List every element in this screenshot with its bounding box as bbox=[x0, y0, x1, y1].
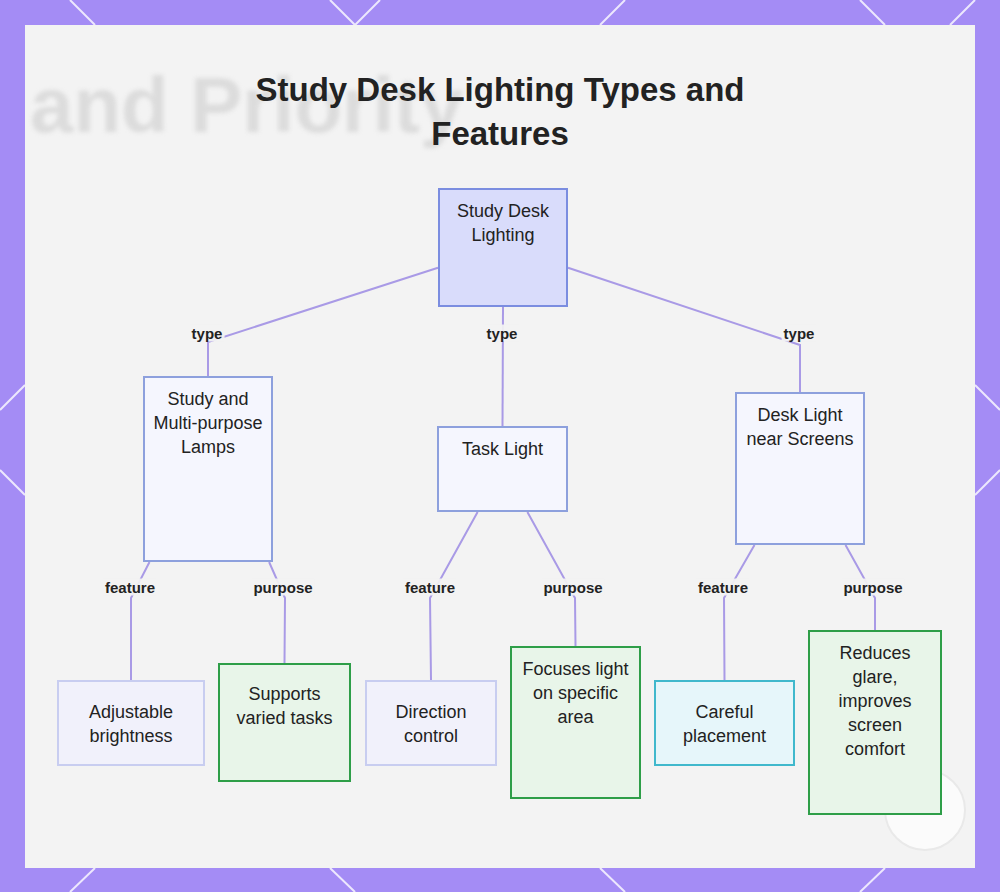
diagram-title: Study Desk Lighting Types and Features bbox=[240, 68, 760, 156]
edge-label: type bbox=[190, 325, 225, 342]
node-text: Focuses light on specific area bbox=[518, 657, 633, 729]
purpose-box: Focuses light on specific area bbox=[510, 646, 641, 799]
connector-line bbox=[724, 545, 755, 680]
edge-label: type bbox=[485, 325, 520, 342]
edge-label: type bbox=[782, 325, 817, 342]
connector-line bbox=[430, 512, 478, 680]
edge-label: purpose bbox=[251, 579, 314, 596]
type-box: Task Light bbox=[437, 426, 568, 512]
node-text: Reduces glare, improves screen comfort bbox=[816, 641, 934, 761]
node-text: Study Desk Lighting bbox=[446, 199, 560, 247]
node-text: Supports varied tasks bbox=[226, 682, 343, 730]
feature-box: Direction control bbox=[365, 680, 497, 766]
edge-label: feature bbox=[103, 579, 157, 596]
node-text: Desk Light near Screens bbox=[743, 403, 857, 451]
connector-line bbox=[568, 268, 800, 392]
node-text: Study and Multi-purpose Lamps bbox=[151, 387, 265, 459]
type-box: Desk Light near Screens bbox=[735, 392, 865, 545]
edge-label: purpose bbox=[841, 579, 904, 596]
purpose-box: Reduces glare, improves screen comfort bbox=[808, 630, 942, 815]
connector-line bbox=[269, 562, 285, 663]
type-box: Study and Multi-purpose Lamps bbox=[143, 376, 273, 562]
node-text: Task Light bbox=[445, 437, 560, 461]
purpose-box: Supports varied tasks bbox=[218, 663, 351, 782]
node-text: Direction control bbox=[373, 700, 489, 748]
node-text: Careful placement bbox=[662, 700, 787, 748]
edge-label: purpose bbox=[541, 579, 604, 596]
edge-label: feature bbox=[696, 579, 750, 596]
node-text: Adjustable brightness bbox=[65, 700, 197, 748]
connector-line bbox=[208, 268, 438, 376]
feature-box: Careful placement bbox=[654, 680, 795, 766]
root-box: Study Desk Lighting bbox=[438, 188, 568, 307]
feature-box: Adjustable brightness bbox=[57, 680, 205, 766]
edge-label: feature bbox=[403, 579, 457, 596]
